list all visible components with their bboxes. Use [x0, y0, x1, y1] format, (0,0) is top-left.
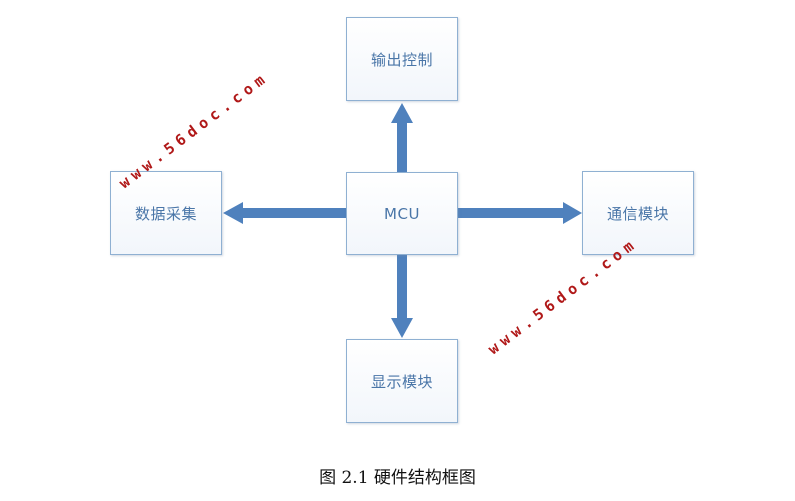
mcu-label: MCU	[384, 204, 420, 223]
display-module-label: 显示模块	[370, 372, 433, 391]
arrow-to-output	[391, 103, 413, 172]
figure-caption: 图 2.1 硬件结构框图	[319, 468, 476, 488]
arrow-to-comm	[458, 202, 582, 224]
arrow-to-data	[223, 202, 346, 224]
mcu-node: MCU	[346, 172, 458, 255]
output-control-node: 输出控制	[346, 17, 458, 101]
data-acquisition-label: 数据采集	[134, 204, 197, 223]
display-module-node: 显示模块	[346, 339, 458, 423]
arrow-to-display	[391, 255, 413, 338]
data-acquisition-node: 数据采集	[110, 171, 222, 255]
communication-module-label: 通信模块	[606, 204, 669, 223]
output-control-label: 输出控制	[370, 50, 433, 69]
communication-module-node: 通信模块	[582, 171, 694, 255]
